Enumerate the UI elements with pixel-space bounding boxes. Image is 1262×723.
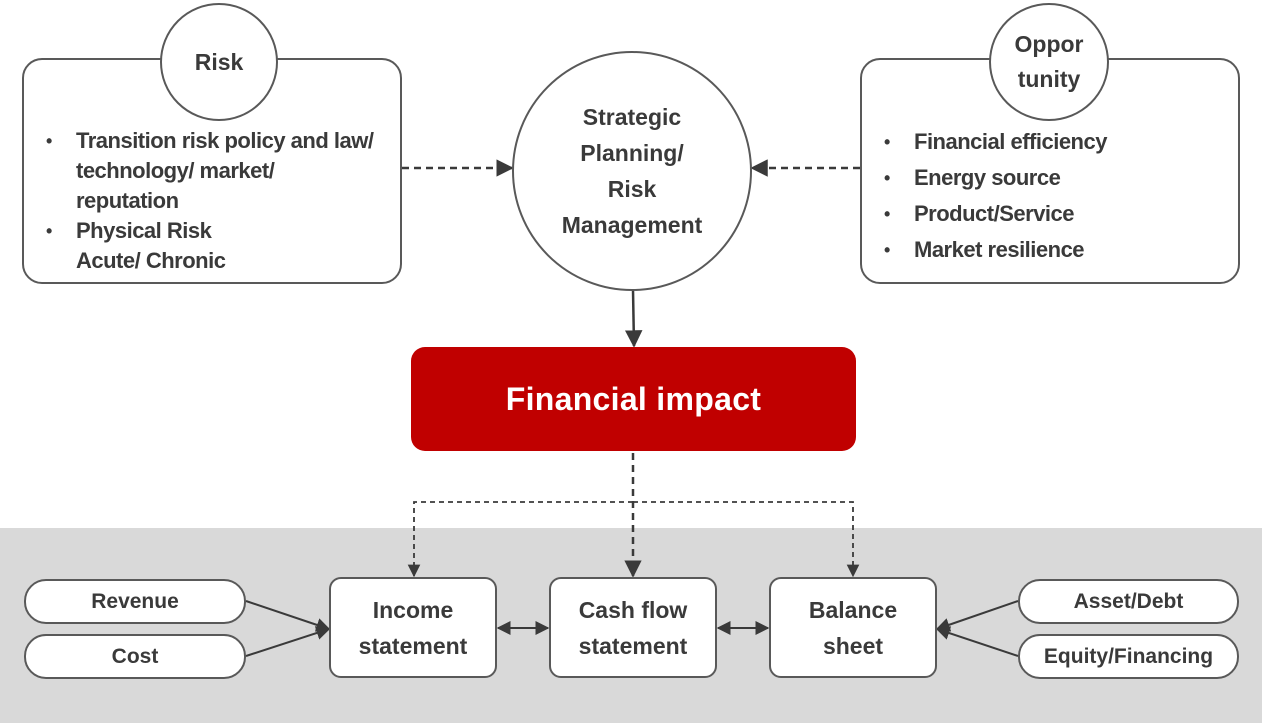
risk-title-circle: Risk bbox=[160, 3, 278, 121]
revenue-pill: Revenue bbox=[24, 579, 246, 624]
financial-impact-box: Financial impact bbox=[411, 347, 856, 451]
risk-item-line: technology/ market/ bbox=[76, 158, 275, 183]
strategy-circle: Strategic Planning/ Risk Management bbox=[512, 51, 752, 291]
strategy-line: Planning/ bbox=[580, 140, 684, 166]
asset-debt-pill: Asset/Debt bbox=[1018, 579, 1239, 624]
opportunity-item: Market resilience bbox=[862, 232, 1238, 268]
risk-item-line: reputation bbox=[76, 188, 179, 213]
revenue-to-income-arrow bbox=[245, 600, 331, 632]
financial-impact-label: Financial impact bbox=[505, 380, 762, 417]
opportunity-title-line: tunity bbox=[1017, 66, 1081, 92]
opportunity-title-line: Oppor bbox=[1014, 31, 1084, 57]
asset-debt-label: Asset/Debt bbox=[1073, 589, 1184, 613]
opportunity-list: Financial efficiency Energy source Produ… bbox=[862, 124, 1238, 268]
strategy-to-impact-arrow bbox=[624, 289, 643, 348]
risk-item-transition: Transition risk policy and law/ technolo… bbox=[24, 126, 400, 216]
cost-label: Cost bbox=[111, 644, 159, 668]
opportunity-item: Financial efficiency bbox=[862, 124, 1238, 160]
income-statement-line: statement bbox=[358, 632, 468, 659]
equity-financing-pill: Equity/Financing bbox=[1018, 634, 1239, 679]
asset-to-balance-arrow bbox=[935, 600, 1019, 632]
cashflow-statement-box: Cash flow statement bbox=[549, 577, 717, 678]
balance-sheet-line: sheet bbox=[822, 632, 884, 659]
strategy-line: Management bbox=[561, 212, 703, 238]
risk-list: Transition risk policy and law/ technolo… bbox=[24, 126, 400, 276]
balance-sheet-box: Balance sheet bbox=[769, 577, 937, 678]
opportunity-item: Product/Service bbox=[862, 196, 1238, 232]
income-statement-line: Income bbox=[372, 596, 454, 623]
opportunity-title: Oppor tunity bbox=[1015, 27, 1084, 97]
risk-item-physical: Physical Risk Acute/ Chronic bbox=[24, 216, 400, 276]
strategy-line: Risk bbox=[607, 176, 657, 202]
income-statement-label: Income statement bbox=[359, 592, 468, 664]
risk-title: Risk bbox=[194, 48, 244, 75]
risk-item-line: Transition risk policy and law/ bbox=[76, 128, 374, 153]
opportunity-title-circle: Oppor tunity bbox=[989, 3, 1109, 121]
balance-sheet-line: Balance bbox=[808, 596, 898, 623]
revenue-label: Revenue bbox=[91, 589, 179, 613]
cost-pill: Cost bbox=[24, 634, 246, 679]
balance-sheet-label: Balance sheet bbox=[809, 592, 897, 664]
cashflow-statement-line: Cash flow bbox=[578, 596, 688, 623]
cost-to-income-arrow bbox=[245, 626, 331, 657]
impact-to-income-arrow bbox=[407, 501, 633, 578]
equity-to-balance-arrow bbox=[935, 626, 1019, 657]
opportunity-item: Energy source bbox=[862, 160, 1238, 196]
strategy-line: Strategic bbox=[582, 104, 682, 130]
risk-item-line: Physical Risk bbox=[76, 218, 212, 243]
equity-financing-label: Equity/Financing bbox=[1043, 644, 1214, 668]
income-statement-box: Income statement bbox=[329, 577, 497, 678]
impact-to-balance-arrow bbox=[633, 501, 860, 578]
strategy-label: Strategic Planning/ Risk Management bbox=[562, 99, 703, 243]
cashflow-statement-label: Cash flow statement bbox=[579, 592, 688, 664]
risk-item-line: Acute/ Chronic bbox=[76, 248, 226, 273]
cashflow-statement-line: statement bbox=[578, 632, 688, 659]
